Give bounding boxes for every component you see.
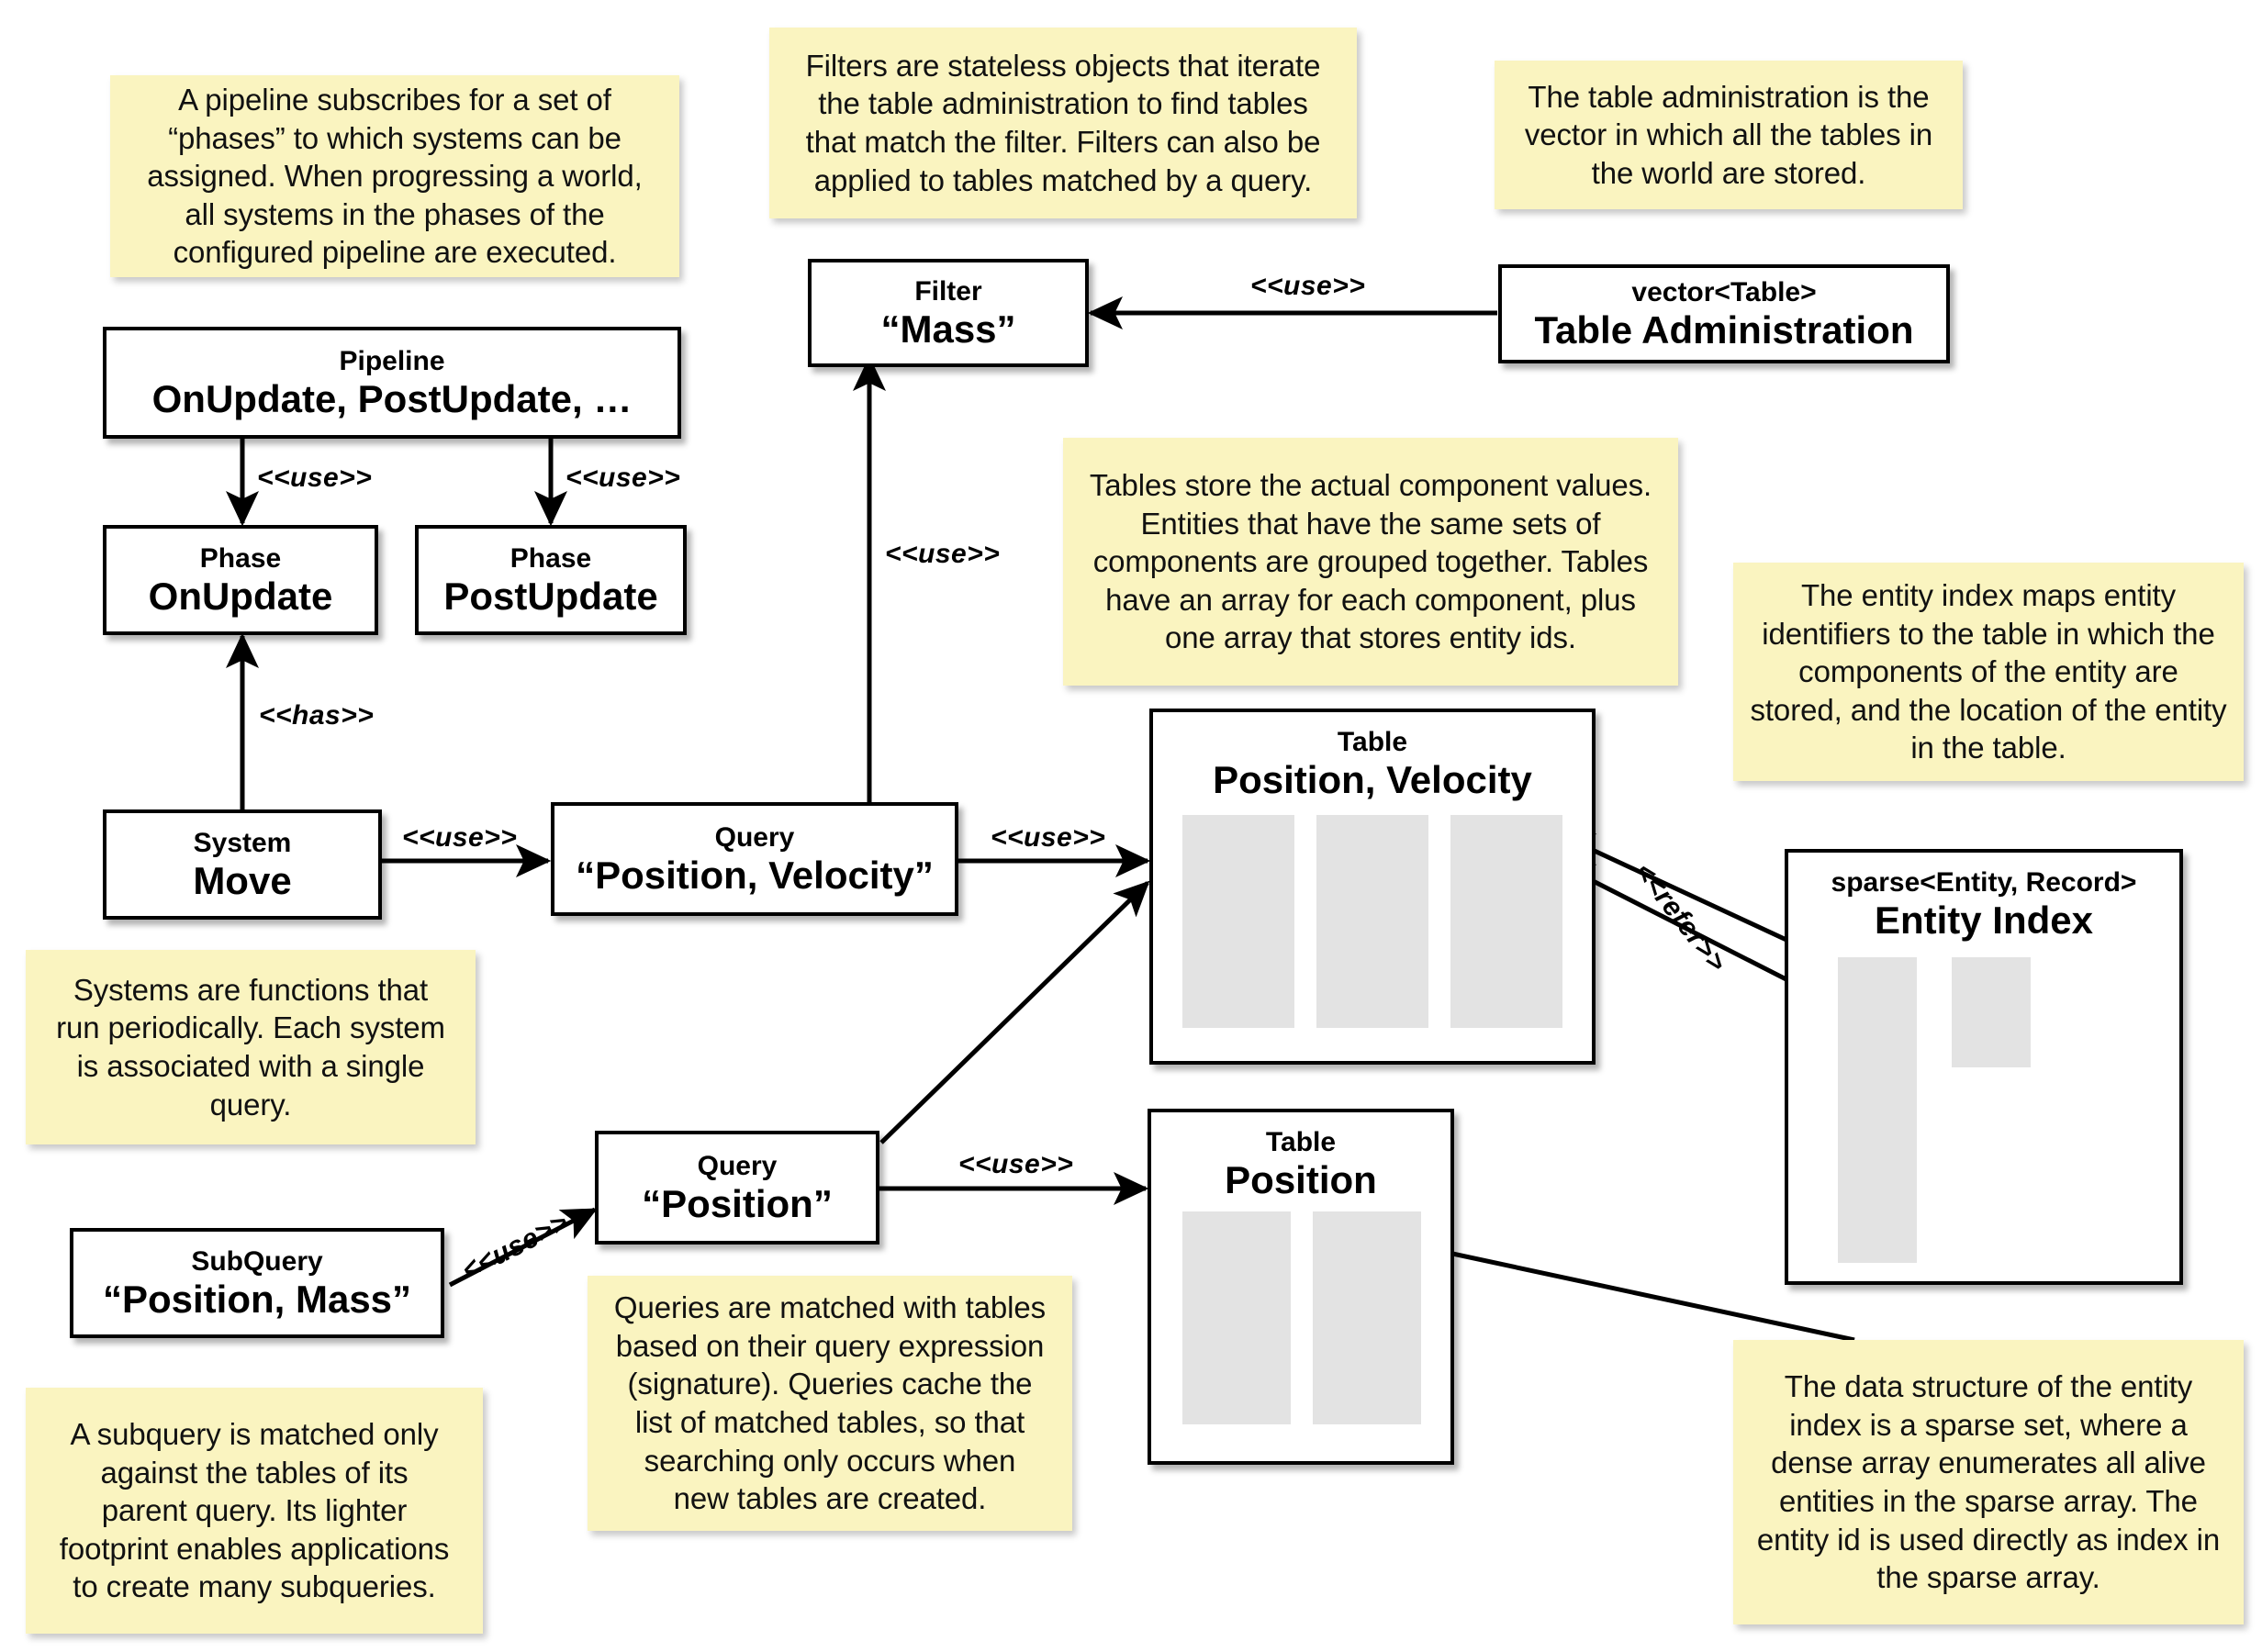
table-pv-column — [1182, 815, 1294, 1028]
box-subquery[interactable]: SubQuery “Position, Mass” — [70, 1228, 444, 1338]
box-entity-index-name: Entity Index — [1874, 899, 2094, 942]
box-table-administration[interactable]: vector<Table> Table Administration — [1498, 264, 1950, 363]
box-subquery-stereotype: SubQuery — [191, 1245, 323, 1277]
edge-label-entity-index-refer: <<refer>> — [1628, 857, 1732, 978]
box-pipeline-name: OnUpdate, PostUpdate, … — [151, 376, 633, 420]
box-query-position[interactable]: Query “Position” — [595, 1131, 879, 1245]
edge-label-system-has-phase: <<has>> — [259, 700, 375, 731]
edge-label-pipeline-onupdate: <<use>> — [257, 463, 373, 493]
box-table-administration-stereotype: vector<Table> — [1631, 276, 1817, 307]
box-table-pv-stereotype: Table — [1337, 727, 1408, 757]
box-filter-mass-stereotype: Filter — [914, 275, 982, 307]
edge-label-subquery-use-query: <<use>> — [457, 1207, 574, 1287]
note-entity-index: The entity index maps entity identifiers… — [1733, 563, 2244, 781]
edge-label-pipeline-postupdate: <<use>> — [566, 463, 681, 493]
box-system-move[interactable]: System Move — [103, 809, 382, 920]
box-system-move-name: Move — [193, 858, 292, 902]
note-system: Systems are functions that run periodica… — [26, 950, 476, 1144]
table-pv-column — [1316, 815, 1428, 1028]
box-table-pv-name: Position, Velocity — [1213, 758, 1532, 801]
box-system-move-stereotype: System — [193, 827, 292, 858]
table-pv-columns — [1182, 815, 1562, 1028]
box-phase-postupdate[interactable]: Phase PostUpdate — [415, 525, 687, 635]
note-table-administration: The table administration is the vector i… — [1495, 61, 1963, 209]
box-phase-postupdate-name: PostUpdate — [443, 574, 658, 618]
box-table-position-name: Position — [1225, 1158, 1377, 1201]
table-position-column — [1313, 1211, 1421, 1424]
box-subquery-name: “Position, Mass” — [102, 1277, 412, 1321]
note-pipeline: A pipeline subscribes for a set of “phas… — [110, 75, 679, 277]
box-phase-onupdate-name: OnUpdate — [148, 574, 333, 618]
box-phase-onupdate[interactable]: Phase OnUpdate — [103, 525, 378, 635]
box-pipeline[interactable]: Pipeline OnUpdate, PostUpdate, … — [103, 327, 681, 439]
entity-index-sparse-array — [1838, 957, 1917, 1263]
box-table-position-stereotype: Table — [1265, 1127, 1337, 1157]
box-query-pv-name: “Position, Velocity” — [576, 853, 934, 897]
box-query-position-velocity[interactable]: Query “Position, Velocity” — [551, 802, 958, 916]
edge-query-position-to-table-pv — [879, 880, 1150, 1144]
note-filter: Filters are stateless objects that itera… — [769, 28, 1357, 218]
edge-label-query-pv-use-table: <<use>> — [991, 822, 1106, 853]
box-query-position-stereotype: Query — [697, 1150, 778, 1181]
table-position-columns — [1182, 1211, 1421, 1424]
box-filter-mass-name: “Mass” — [880, 307, 1016, 351]
note-subquery: A subquery is matched only against the t… — [26, 1388, 483, 1634]
box-pipeline-stereotype: Pipeline — [339, 345, 445, 376]
edge-label-system-use-query: <<use>> — [402, 822, 518, 853]
box-phase-postupdate-stereotype: Phase — [510, 542, 592, 574]
edge-label-tableadmin-use-filter: <<use>> — [1250, 271, 1366, 301]
edge-label-query-position-use-table: <<use>> — [958, 1149, 1074, 1179]
table-pv-column — [1450, 815, 1562, 1028]
note-sparse-set: The data structure of the entity index i… — [1733, 1340, 2244, 1624]
box-phase-onupdate-stereotype: Phase — [199, 542, 282, 574]
note-table: Tables store the actual component values… — [1063, 438, 1678, 686]
box-entity-index-stereotype: sparse<Entity, Record> — [1831, 867, 2137, 898]
box-filter-mass[interactable]: Filter “Mass” — [808, 259, 1089, 367]
note-query: Queries are matched with tables based on… — [588, 1276, 1072, 1531]
entity-index-dense-array — [1952, 957, 2031, 1067]
edge-label-query-use-filter: <<use>> — [885, 539, 1001, 569]
box-table-administration-name: Table Administration — [1534, 307, 1914, 352]
table-position-column — [1182, 1211, 1291, 1424]
box-query-pv-stereotype: Query — [714, 821, 795, 853]
box-query-position-name: “Position” — [642, 1181, 833, 1225]
